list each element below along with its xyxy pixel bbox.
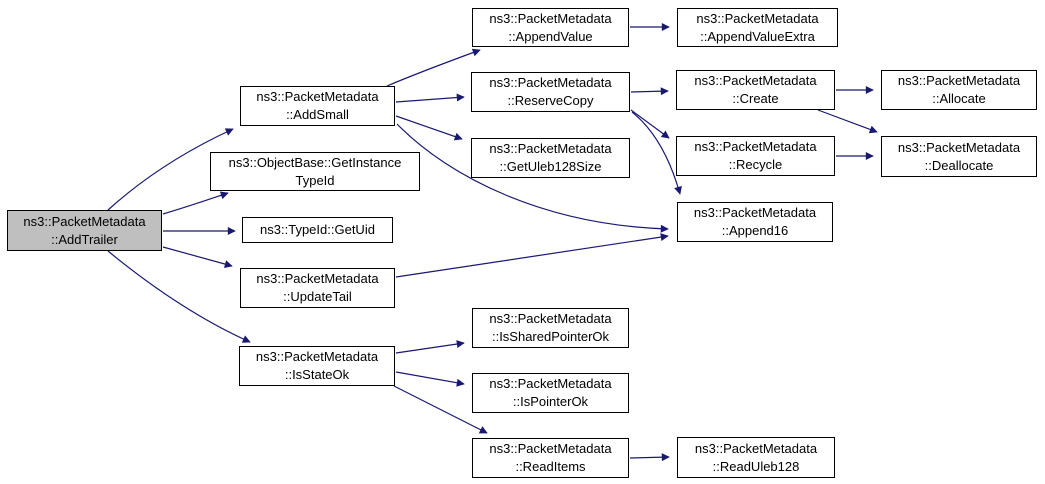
node-label-line: ns3::PacketMetadata — [489, 75, 612, 90]
edge-add-small-to-reserve-copy — [395, 93, 465, 103]
node-label-line: ::AppendValue — [508, 28, 593, 44]
edge-add-small-to-get-uleb128-size — [395, 115, 463, 141]
node-label-line: ::ReserveCopy — [507, 93, 594, 108]
edge-is-state-ok-to-is-pointer-ok — [395, 371, 465, 387]
edge-group — [107, 23, 878, 462]
node-label-line: ns3::PacketMetadata — [489, 441, 612, 456]
node-add-trailer[interactable]: ns3::PacketMetadata::AddTrailer — [7, 210, 162, 251]
node-allocate[interactable]: ns3::PacketMetadata::Allocate — [881, 70, 1037, 110]
node-is-state-ok[interactable]: ns3::PacketMetadata::IsStateOk — [239, 346, 395, 386]
node-label-line: ns3::PacketMetadata — [255, 349, 379, 364]
node-label-line: ::Append16 — [721, 223, 789, 238]
node-label-line: ns3::TypeId::GetUid — [260, 222, 375, 237]
node-label-line: ns3::PacketMetadata — [489, 141, 612, 156]
edge-is-state-ok-to-is-shared-pointer-ok — [395, 340, 465, 354]
node-recycle[interactable]: ns3::PacketMetadata::Recycle — [676, 136, 835, 176]
edge-add-trailer-to-update-tail — [162, 246, 233, 268]
node-add-small[interactable]: ns3::PacketMetadata::AddSmall — [240, 86, 395, 126]
edge-add-small-to-append-value — [386, 48, 481, 87]
node-label-line: ::UpdateTail — [283, 289, 352, 304]
node-reserve-copy[interactable]: ns3::PacketMetadata::ReserveCopy — [471, 72, 630, 112]
node-label-line: ns3::PacketMetadata — [23, 213, 146, 229]
node-label-line: ns3::PacketMetadata — [256, 89, 379, 104]
node-label-line: ::AppendValueExtra — [700, 28, 815, 44]
node-label-line: TypeId — [295, 172, 335, 188]
node-deallocate[interactable]: ns3::PacketMetadata::Deallocate — [881, 136, 1037, 177]
edge-create-to-deallocate — [817, 109, 878, 134]
edge-reserve-copy-to-append16 — [631, 111, 682, 195]
edge-reserve-copy-to-create — [630, 87, 669, 96]
node-label-line: ns3::PacketMetadata — [897, 73, 1021, 88]
node-label-line: ::AddTrailer — [51, 231, 118, 247]
node-label-line: ns3::ObjectBase::GetInstance — [228, 154, 402, 170]
node-label-line: ns3::PacketMetadata — [489, 10, 612, 26]
edge-is-state-ok-to-read-items — [393, 385, 488, 434]
edge-add-trailer-to-get-instance-type-id — [162, 191, 229, 215]
node-label-line: ns3::PacketMetadata — [897, 139, 1021, 155]
edge-reserve-copy-to-recycle — [630, 109, 670, 139]
node-label-line: ::ReadItems — [515, 459, 586, 474]
node-update-tail[interactable]: ns3::PacketMetadata::UpdateTail — [240, 268, 395, 308]
node-label-line: ::Create — [732, 91, 779, 106]
node-label-line: ns3::PacketMetadata — [694, 73, 817, 88]
node-append-value[interactable]: ns3::PacketMetadata::AppendValue — [472, 8, 629, 47]
edge-add-trailer-to-add-small — [107, 128, 234, 211]
edge-update-tail-to-append16 — [395, 233, 669, 278]
node-read-uleb128[interactable]: ns3::PacketMetadata::ReadUleb128 — [677, 437, 835, 478]
node-label-line: ns3::PacketMetadata — [489, 311, 612, 326]
node-get-uid[interactable]: ns3::TypeId::GetUid — [242, 217, 393, 243]
node-label-line: ns3::PacketMetadata — [694, 440, 818, 456]
node-is-shared-pointer-ok[interactable]: ns3::PacketMetadata::IsSharedPointerOk — [472, 308, 629, 348]
edge-add-trailer-to-is-state-ok — [107, 250, 251, 343]
node-label-line: ::ReadUleb128 — [712, 458, 800, 474]
node-label-line: ::Deallocate — [924, 157, 994, 173]
node-label-line: ::IsPointerOk — [512, 394, 589, 409]
node-label-line: ns3::PacketMetadata — [489, 376, 612, 391]
node-is-pointer-ok[interactable]: ns3::PacketMetadata::IsPointerOk — [472, 373, 629, 413]
node-label-line: ::GetUleb128Size — [499, 159, 602, 174]
node-append-value-extra[interactable]: ns3::PacketMetadata::AppendValueExtra — [677, 8, 838, 47]
node-label-line: ns3::PacketMetadata — [694, 139, 817, 154]
node-label-line: ::Allocate — [932, 91, 986, 106]
node-label-line: ::Recycle — [728, 157, 783, 172]
node-get-uleb128-size[interactable]: ns3::PacketMetadata::GetUleb128Size — [471, 138, 630, 178]
node-label-line: ::AddSmall — [286, 107, 349, 122]
node-read-items[interactable]: ns3::PacketMetadata::ReadItems — [472, 438, 629, 478]
node-label-line: ns3::PacketMetadata — [696, 10, 819, 26]
node-label-line: ::IsStateOk — [284, 367, 350, 382]
node-label-line: ::IsSharedPointerOk — [491, 329, 610, 344]
edge-add-small-to-append16 — [396, 123, 669, 233]
node-create[interactable]: ns3::PacketMetadata::Create — [676, 70, 835, 110]
node-label-line: ns3::PacketMetadata — [256, 271, 379, 286]
edge-read-items-to-read-uleb128 — [629, 453, 670, 462]
node-label-line: ns3::PacketMetadata — [693, 205, 817, 220]
node-append16[interactable]: ns3::PacketMetadata::Append16 — [677, 202, 833, 242]
